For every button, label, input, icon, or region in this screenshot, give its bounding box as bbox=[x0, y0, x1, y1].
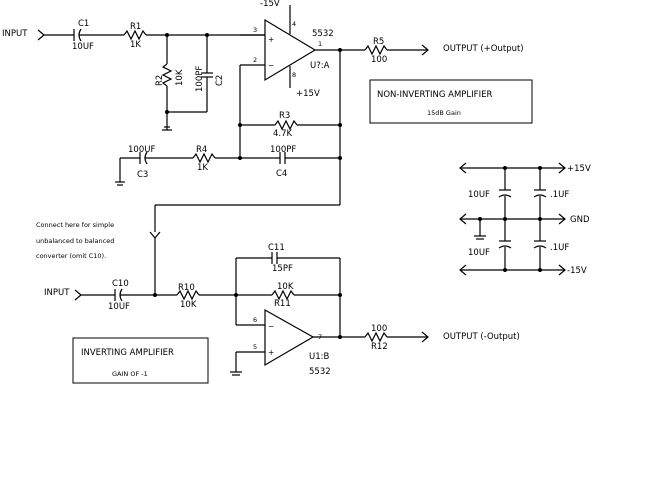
pin-5: 5 bbox=[253, 343, 257, 351]
noninverting-section: INPUT C1 10UF R1 1K R2 10K bbox=[2, 0, 533, 205]
input-label-bottom: INPUT bbox=[44, 288, 70, 298]
ground-symbol bbox=[162, 124, 172, 131]
cap-big-1: 10UF bbox=[468, 190, 490, 200]
r4-ref: R4 bbox=[196, 145, 207, 155]
resistor-r12: 100 R12 bbox=[364, 324, 388, 352]
svg-text:−: − bbox=[268, 61, 274, 70]
r3-ref: R3 bbox=[279, 111, 290, 121]
note-line-3: converter (omit C10). bbox=[36, 252, 106, 260]
noninverting-title-box bbox=[369, 79, 533, 124]
r5-ref: R5 bbox=[373, 37, 384, 47]
r11-value: 10K bbox=[277, 282, 294, 292]
opamp-u1-b: − + 6 5 7 U1:B 5532 bbox=[236, 308, 331, 377]
inverting-title-box bbox=[72, 337, 209, 384]
pin-1: 1 bbox=[318, 40, 322, 48]
c3-ref: C3 bbox=[137, 170, 148, 180]
opamp-a-chip: 5532 bbox=[312, 29, 334, 39]
opamp-u-a: + − 3 2 4 8 -15V +15V 5532 U?:A 1 bbox=[240, 0, 334, 99]
r1-ref: R1 bbox=[130, 22, 141, 32]
opamp-b-chip: 5532 bbox=[309, 367, 331, 377]
c11-ref: C11 bbox=[268, 243, 285, 253]
resistor-r1: R1 1K bbox=[123, 22, 147, 50]
r12-value: 100 bbox=[371, 324, 387, 334]
r4-value: 1K bbox=[197, 163, 208, 173]
r2-ref: R2 bbox=[155, 75, 165, 86]
connect-arrow bbox=[149, 231, 161, 239]
neg-supply-label-a: -15V bbox=[260, 0, 280, 9]
r11-ref: R11 bbox=[274, 299, 291, 309]
c4-ref: C4 bbox=[276, 169, 287, 179]
rail-pos-label: +15V bbox=[567, 164, 591, 174]
inverting-title: INVERTING AMPLIFIER bbox=[81, 348, 174, 358]
connection-note: Connect here for simple unbalanced to ba… bbox=[36, 221, 114, 260]
svg-text:+: + bbox=[268, 35, 274, 44]
c3-value: 100UF bbox=[128, 145, 155, 155]
resistor-r10: R10 10K bbox=[176, 283, 200, 310]
c1-value: 10UF bbox=[72, 42, 94, 52]
c2-ref: C2 bbox=[215, 75, 225, 86]
note-line-1: Connect here for simple bbox=[36, 221, 114, 229]
output-label-bottom: OUTPUT (-Output) bbox=[443, 332, 520, 342]
r2-value: 10K bbox=[175, 69, 185, 86]
input-arrow-top bbox=[37, 29, 45, 41]
rail-neg-label: -15V bbox=[567, 266, 587, 276]
r10-value: 10K bbox=[180, 300, 197, 310]
r12-ref: R12 bbox=[371, 342, 388, 352]
c10-ref: C10 bbox=[112, 279, 129, 289]
ground-symbol bbox=[115, 181, 125, 186]
output-label-top: OUTPUT (+Output) bbox=[443, 44, 524, 54]
svg-text:−: − bbox=[268, 322, 274, 331]
c11-value: 15PF bbox=[272, 264, 293, 274]
opamp-b-ref: U1:B bbox=[309, 352, 329, 362]
opamp-a-ref: U?:A bbox=[310, 61, 330, 71]
input-label-top: INPUT bbox=[2, 29, 28, 39]
c10-value: 10UF bbox=[108, 302, 130, 312]
cap-big-2: 10UF bbox=[468, 248, 490, 258]
pin-3: 3 bbox=[253, 26, 257, 34]
pin-4: 4 bbox=[292, 20, 296, 28]
pin-2: 2 bbox=[253, 56, 257, 64]
resistor-r4: R4 1K bbox=[192, 145, 216, 173]
ground-symbol bbox=[230, 371, 242, 376]
c2-value: 100PF bbox=[195, 66, 205, 92]
supply-decoupling: +15V GND -15V 10UF .1UF bbox=[459, 162, 591, 276]
svg-text:+: + bbox=[268, 348, 274, 357]
capacitor-c2: 100PF C2 bbox=[167, 35, 225, 113]
noninverting-subtitle: 15dB Gain bbox=[427, 109, 461, 117]
r10-ref: R10 bbox=[178, 283, 195, 293]
pos-supply-label-a: +15V bbox=[296, 89, 320, 99]
c1-ref: C1 bbox=[78, 19, 89, 29]
inverting-section: INPUT C10 10UF R10 10K C11 15PF bbox=[44, 243, 520, 384]
capacitor-c3: 100UF C3 bbox=[128, 145, 155, 180]
noninverting-title: NON-INVERTING AMPLIFIER bbox=[377, 90, 492, 100]
resistor-r3: R3 4.7K bbox=[273, 111, 298, 139]
inverting-subtitle: GAIN OF -1 bbox=[112, 370, 148, 378]
r3-value: 4.7K bbox=[273, 129, 293, 139]
cap-small-1: .1UF bbox=[550, 190, 569, 200]
r1-value: 1K bbox=[130, 40, 141, 50]
resistor-r11: 10K R11 bbox=[271, 282, 295, 309]
output-arrow-top bbox=[421, 44, 429, 56]
c4-value: 100PF bbox=[270, 145, 296, 155]
note-line-2: unbalanced to balanced bbox=[36, 237, 114, 245]
input-arrow-bottom bbox=[74, 289, 82, 301]
capacitor-c4: 100PF C4 bbox=[270, 145, 296, 179]
output-arrow-bottom bbox=[421, 331, 429, 343]
rail-gnd-label: GND bbox=[570, 215, 590, 225]
cap-small-2: .1UF bbox=[550, 243, 569, 253]
pin-6: 6 bbox=[253, 316, 257, 324]
resistor-r5: R5 100 bbox=[364, 37, 388, 65]
r5-value: 100 bbox=[371, 55, 387, 65]
pin-8: 8 bbox=[292, 71, 296, 79]
resistor-r2: R2 10K bbox=[155, 35, 185, 124]
